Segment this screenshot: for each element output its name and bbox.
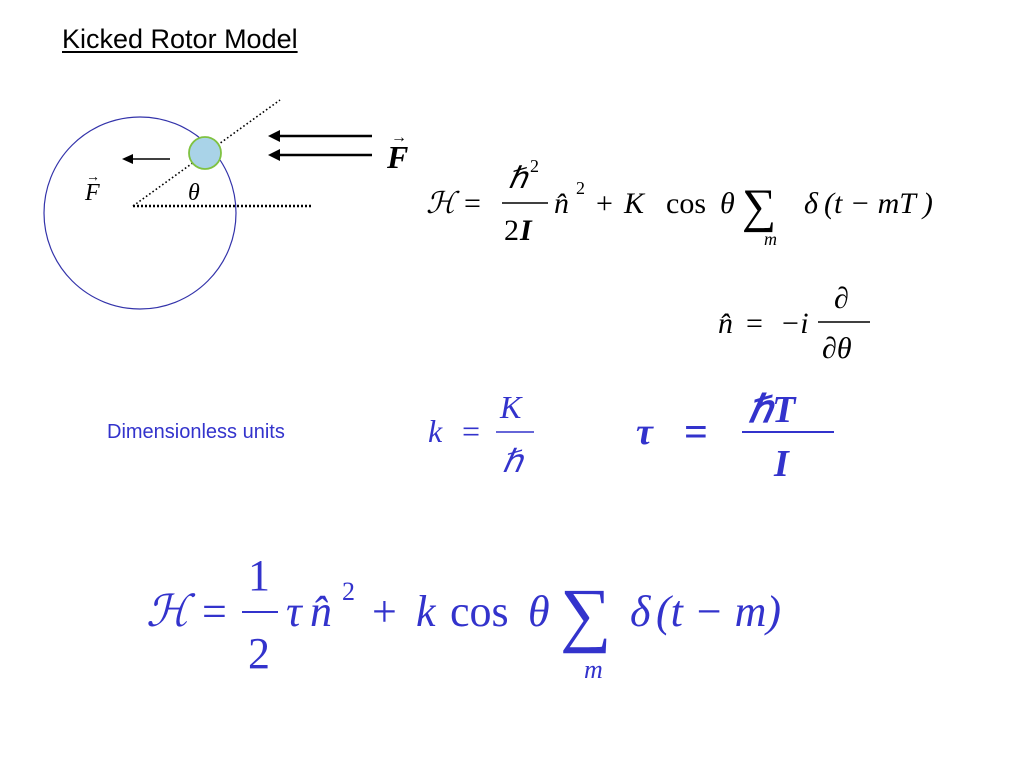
summation: ∑ [560,574,611,654]
momentum-operator-equation: n̂ = −i ∂ ∂θ [712,278,892,368]
theta: θ [720,187,735,220]
n-hat: n̂ [718,307,733,340]
equals-sign: = [746,307,763,340]
theta: θ [528,587,550,636]
dimensionless-tau-equation: τ = ℏT I [630,384,850,485]
force-label-left-arrow: → [86,170,100,185]
hbar-denominator: ℏ [502,443,525,479]
rotor-ball [188,136,222,170]
k-symbol: k [416,587,437,636]
n-exponent: 2 [342,577,355,606]
n-hat: n̂ [554,187,569,220]
delta: δ [804,187,819,220]
small-force-arrowhead [122,154,133,164]
hamiltonian-equation-1: ℋ = ℏ 2 2 I n̂ 2 + K cos θ ∑ m δ (t − mT… [420,150,980,260]
tau-numerator: ℏT [748,389,797,431]
hamiltonian-equation-2: ℋ = 1 2 τ n̂ 2 + k cos θ ∑ m δ (t − m) [140,540,840,690]
delta: δ [630,587,652,636]
half-denominator: 2 [248,629,270,678]
equals-sign: = [462,413,480,449]
rotor-diagram: → F θ → F [43,99,408,310]
tau-symbol: τ [636,411,654,453]
n-exponent: 2 [576,178,585,198]
denominator-inertia: I [519,214,533,247]
n-hat: n̂ [310,587,332,636]
tau-denominator: I [773,443,790,485]
cos-function: cos [450,587,509,636]
K-numerator: K [499,389,523,425]
cos-function: cos [666,187,706,220]
dimensionless-units-caption: Dimensionless units [107,421,285,443]
angle-label: θ [188,180,200,206]
hbar-numerator: ℏ [508,162,529,195]
half-numerator: 1 [248,551,270,600]
rotor-circle [43,116,237,310]
force-label-left: F [84,180,100,206]
hbar-exponent: 2 [530,156,539,176]
plus-sign: + [596,187,613,220]
minus-i: −i [780,307,809,340]
force-arrowhead-top [268,130,280,142]
summation: ∑ [742,180,776,233]
sum-index: m [584,655,603,684]
denominator-two: 2 [504,214,519,247]
equals-sign: = [684,410,708,456]
force-label-right: F [386,139,408,175]
kick-strength: K [623,187,646,220]
tau: τ [286,587,304,636]
equals-sign: = [202,587,227,636]
k-symbol: k [428,413,443,449]
partial-numerator: ∂ [834,282,849,315]
plus-sign: + [372,587,397,636]
delta-arguments: (t − mT ) [824,187,933,220]
sum-index: m [764,229,777,249]
dimensionless-k-equation: k = K ℏ [424,384,554,484]
partial-denominator: ∂θ [822,332,852,365]
force-arrowhead-bottom [268,149,280,161]
force-label-right-arrow: → [391,129,407,146]
hamiltonian-symbol: ℋ [146,587,196,636]
slide-title: Kicked Rotor Model [62,24,298,54]
delta-arguments: (t − m) [656,587,781,636]
equals-sign: = [464,187,481,220]
hamiltonian-symbol: ℋ [426,187,460,220]
